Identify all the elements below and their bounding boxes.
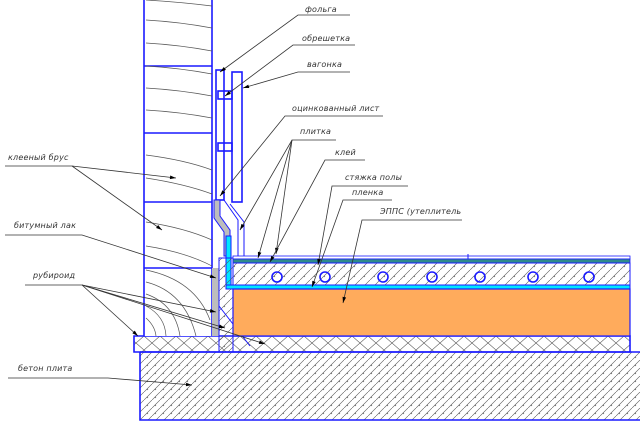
battens-and-lining bbox=[215, 69, 243, 203]
screed-layer bbox=[232, 262, 631, 286]
tile-layer bbox=[232, 254, 631, 264]
label-roofing-felt: рубироид bbox=[32, 271, 76, 280]
glued-timber-wall bbox=[143, 0, 213, 337]
roofing-felt-layer bbox=[133, 335, 631, 353]
epps-insulation bbox=[232, 288, 631, 337]
label-glued-timber: клееный брус bbox=[8, 153, 69, 162]
heating-pipe bbox=[271, 271, 283, 283]
label-galvanized-sheet: оцинкованный лист bbox=[292, 104, 380, 113]
heating-pipe bbox=[583, 271, 595, 283]
heating-pipe bbox=[319, 271, 331, 283]
concrete-slab bbox=[139, 351, 640, 421]
label-film: пленка bbox=[352, 188, 383, 197]
heating-pipe bbox=[527, 271, 539, 283]
heating-pipe bbox=[474, 271, 486, 283]
label-foil: фольга bbox=[305, 5, 337, 14]
label-battens: обрешетка bbox=[302, 34, 350, 43]
label-lining: вагонка bbox=[307, 60, 342, 69]
annotations: фольга обрешетка вагонка оцинкованный ли… bbox=[5, 5, 462, 387]
label-adhesive: клей bbox=[335, 148, 356, 157]
label-bitumen-varnish: битумный лак bbox=[14, 221, 76, 230]
label-concrete-slab: бетон плита bbox=[18, 364, 73, 373]
heating-pipe bbox=[377, 271, 389, 283]
label-tile: плитка bbox=[300, 127, 331, 136]
bitumen-coating bbox=[212, 268, 219, 336]
heating-pipe bbox=[426, 271, 438, 283]
label-epps: ЭППС (утеплитель bbox=[379, 207, 461, 216]
film-horizontal bbox=[225, 284, 631, 290]
label-screed: стяжка полы bbox=[345, 173, 402, 182]
